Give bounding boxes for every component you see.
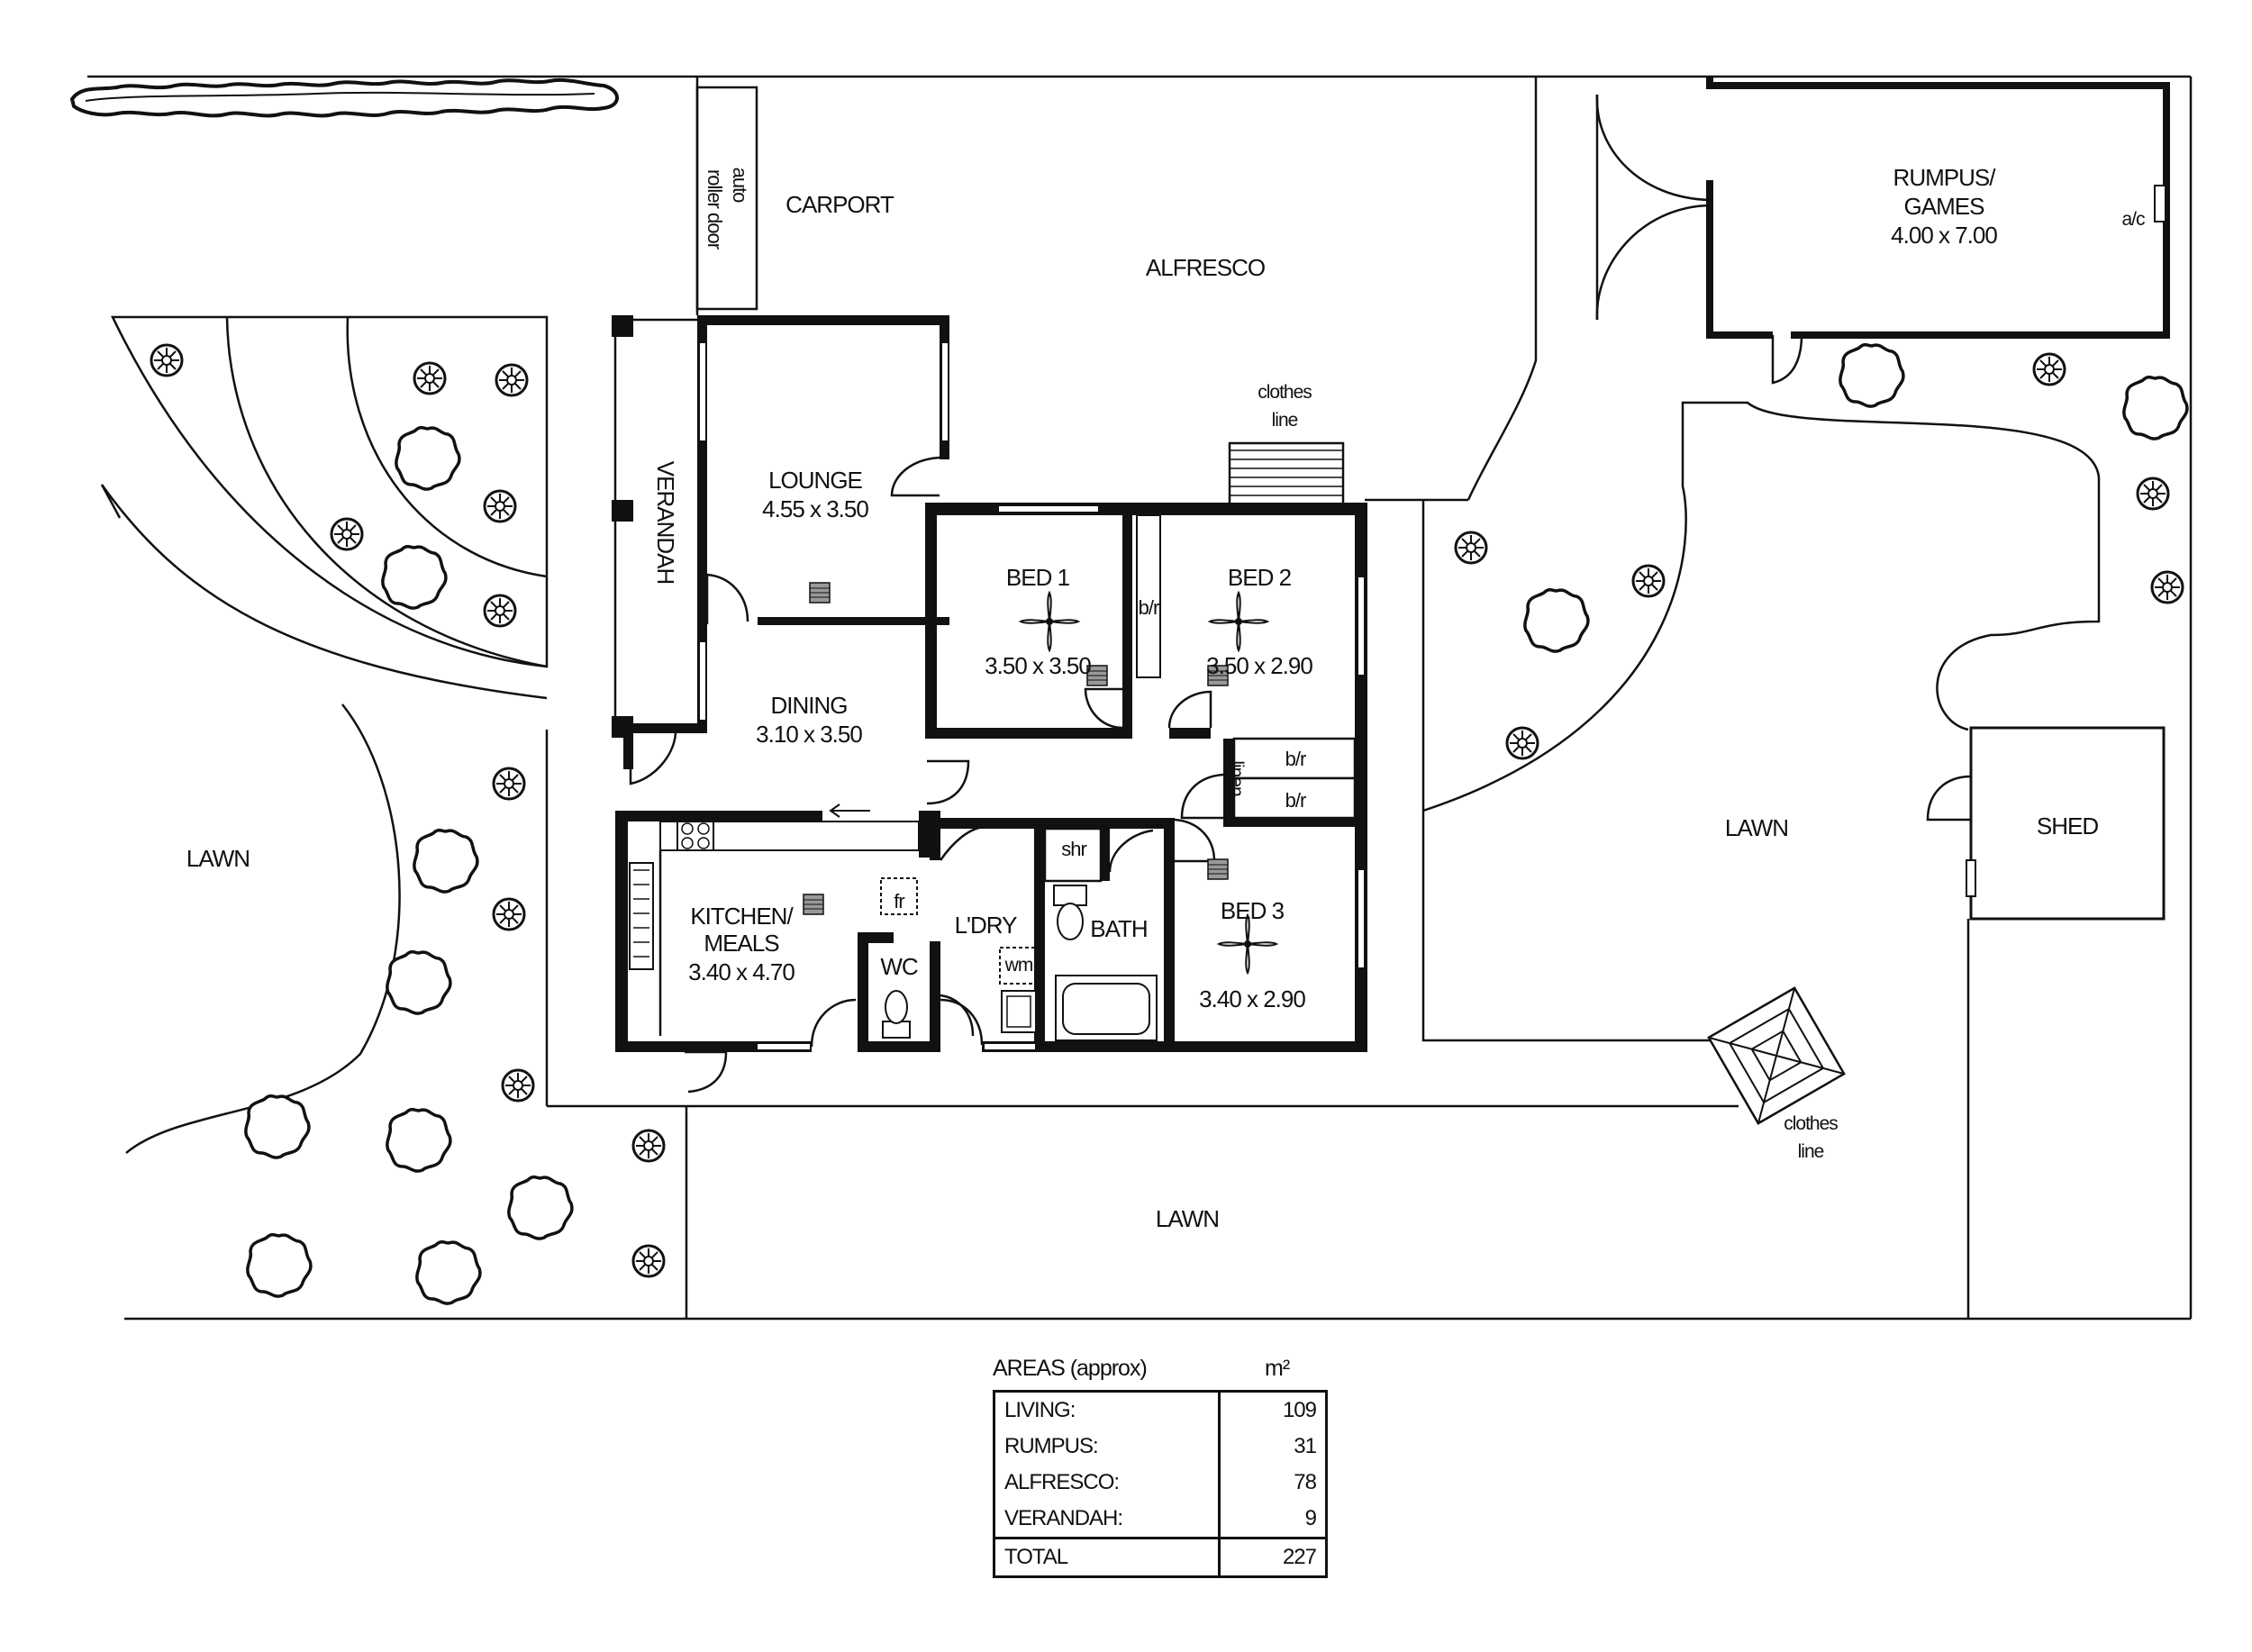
total-label: TOTAL [994,1537,1220,1577]
lounge-label: LOUNGE [768,467,862,494]
table-row: VERANDAH: 9 [994,1501,1327,1539]
house-walls [612,315,1367,1094]
clothes-line-label-bottom: clothes [1784,1113,1838,1134]
roller-door-label-2: roller door [704,169,726,250]
clothes-line-label-top-2: line [1272,410,1298,431]
area-value: 109 [1218,1391,1327,1429]
alfresco-label: ALFRESCO [1146,254,1265,281]
washing-machine-label: wm [1004,955,1033,976]
room-labels: auto roller door CARPORT ALFRESCO RUMPUS… [186,164,2146,1232]
kitchen-label: KITCHEN/ [690,903,794,930]
lawn-label-bottom: LAWN [1156,1205,1219,1232]
dining-dimensions: 3.10 x 3.50 [756,721,862,748]
garden-beds [100,77,2101,1154]
clothes-line-label-top: clothes [1258,382,1312,403]
verandah-label: VERANDAH [652,461,679,584]
clothes-line-label-bottom-2: line [1798,1141,1824,1162]
bir-label-1: b/r [1139,596,1159,619]
bath-toilet-icon [1053,885,1087,940]
areas-table: AREAS (approx) m² LIVING: 109 RUMPUS: 31… [993,1356,1328,1578]
ac-label: a/c [2121,209,2145,230]
toilet-icon [882,990,911,1039]
bed3-label: BED 3 [1221,897,1285,924]
shed-label: SHED [2037,812,2098,840]
table-row: RUMPUS: 31 [994,1429,1327,1465]
clothes-line [1228,441,1345,506]
site-boundary [87,75,2193,1321]
bath-label: BATH [1090,915,1147,942]
shed [1926,726,2166,921]
area-label: ALFRESCO: [1004,1470,1120,1494]
table-row: ALFRESCO: 78 [994,1465,1327,1501]
areas-unit: m² [1265,1356,1290,1381]
area-value: 9 [1218,1501,1327,1539]
roller-door [695,77,758,315]
bir-label-3: b/r [1285,789,1306,812]
bathtub-icon [1055,975,1158,1041]
rumpus-label: RUMPUS/ [1893,164,1997,191]
games-label: GAMES [1904,193,1985,220]
shower-label: shr [1061,838,1086,860]
rumpus-room [1595,77,2170,385]
lawn-label-right: LAWN [1725,814,1788,841]
wc-label: WC [880,953,918,980]
rotary-clothes-line [1707,986,1846,1125]
bir-label-2: b/r [1285,748,1306,770]
kitchen-dimensions: 3.40 x 4.70 [688,958,795,985]
dining-label: DINING [771,692,848,719]
roller-door-label-1: auto [729,168,751,204]
area-value: 78 [1218,1465,1327,1501]
meals-label: MEALS [704,930,779,957]
areas-header: AREAS (approx) m² [993,1356,1328,1390]
linen-label: linen [1226,760,1247,796]
areas-values: LIVING: 109 RUMPUS: 31 ALFRESCO: 78 VERA… [993,1390,1328,1578]
rumpus-dimensions: 4.00 x 7.00 [1891,222,1997,249]
bed2-dimensions: 3.50 x 2.90 [1206,652,1312,679]
area-label: VERANDAH: [1004,1506,1123,1530]
bed1-dimensions: 3.50 x 3.50 [985,652,1091,679]
table-row-total: TOTAL 227 [994,1537,1327,1577]
areas-heading: AREAS (approx) [993,1356,1148,1381]
area-value: 31 [1218,1429,1327,1465]
area-label: LIVING: [1004,1398,1076,1422]
lawn-label-left: LAWN [186,845,250,872]
total-value: 227 [1218,1537,1327,1577]
bed3-dimensions: 3.40 x 2.90 [1199,985,1305,1012]
carport-label: CARPORT [785,191,894,218]
bed2-label: BED 2 [1228,564,1292,591]
table-row: LIVING: 109 [994,1391,1327,1429]
bed1-label: BED 1 [1006,564,1070,591]
hedge [69,77,619,118]
area-label: RUMPUS: [1004,1434,1099,1458]
fridge-label: fr [894,890,904,912]
lounge-dimensions: 4.55 x 3.50 [762,495,868,522]
cooktop-icon [677,821,714,851]
laundry-label: L'DRY [955,912,1018,939]
